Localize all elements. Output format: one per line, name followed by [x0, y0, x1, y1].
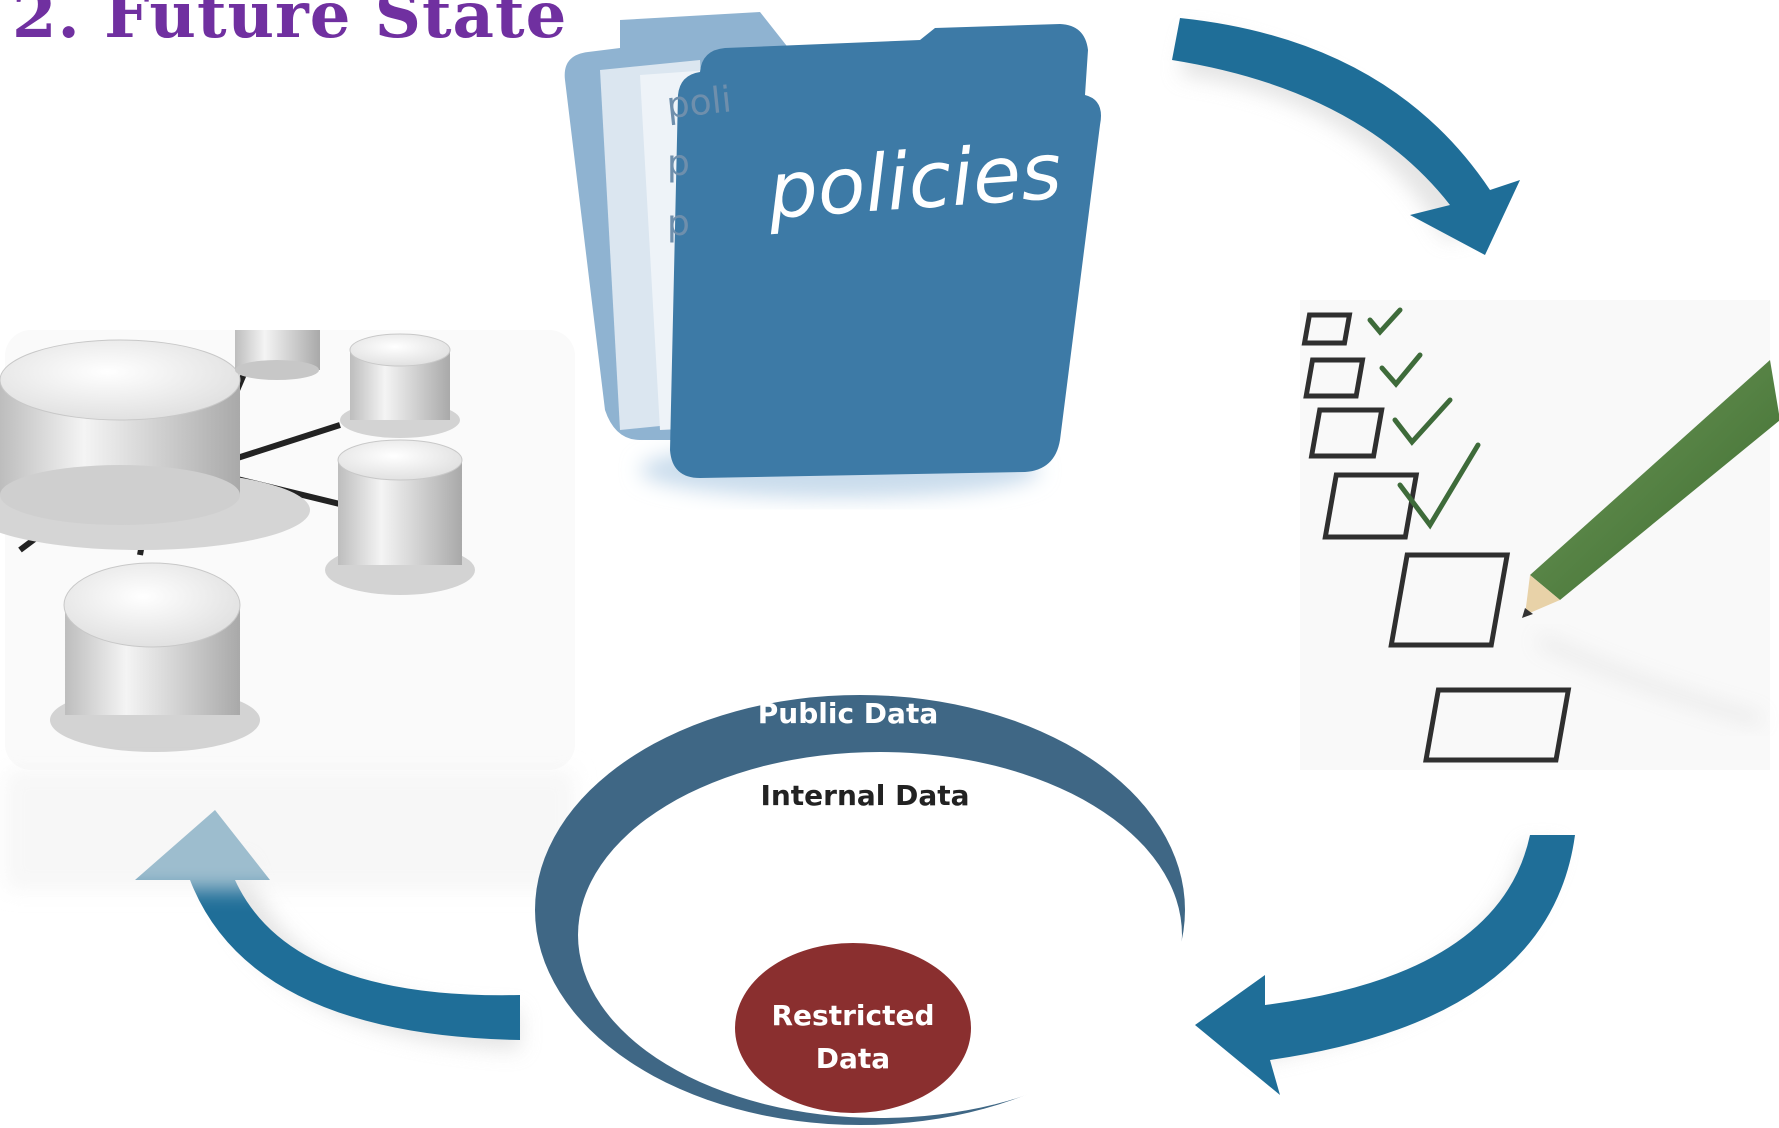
paper-label: p: [667, 143, 690, 184]
folder-front: [670, 24, 1101, 478]
internal-data-area: [578, 752, 1182, 1118]
folder-icon: policies poli p p: [564, 12, 1101, 498]
paper-label: poli: [665, 79, 734, 127]
arrow-top-right: [1172, 18, 1520, 255]
checklist-icon: [1300, 300, 1779, 770]
page-title: 2. Future State: [12, 0, 568, 53]
restricted-data-circle: [735, 943, 971, 1113]
database-network-icon: [0, 330, 575, 890]
restricted-data-label-line2: Data: [816, 1042, 890, 1075]
internal-data-label: Internal Data: [760, 779, 969, 812]
arrow-bottom-right: [1195, 835, 1575, 1095]
data-classification-rings: Public Data Internal Data Restricted Dat…: [535, 695, 1185, 1125]
paper-label: p: [667, 203, 690, 244]
folder-label: policies: [764, 127, 1064, 237]
restricted-data-label-line1: Restricted: [771, 999, 934, 1032]
public-data-label: Public Data: [758, 697, 938, 730]
pencil: [1530, 360, 1779, 600]
